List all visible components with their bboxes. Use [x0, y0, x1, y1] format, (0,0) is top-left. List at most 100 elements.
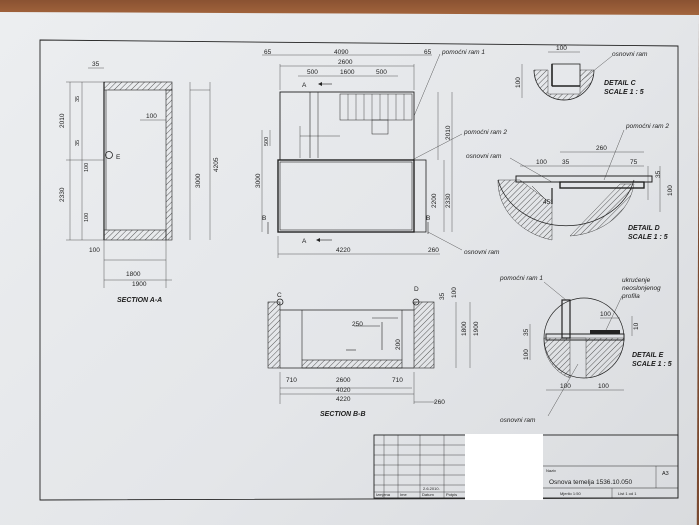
- dim-1900: 1900: [132, 281, 147, 288]
- title-small-naziv: Naziv: [546, 468, 556, 473]
- detail-d-mark: D: [414, 286, 419, 293]
- dim-260: 260: [428, 247, 439, 254]
- dim-100-in: 100: [146, 113, 157, 120]
- title-small-mjerilo: Mjerilo 1:50: [560, 491, 581, 496]
- detail-d-dim-75: 75: [630, 159, 638, 166]
- detail-d-dim-35-v: 35: [655, 170, 662, 178]
- detail-e-marker: [105, 151, 113, 159]
- section-a-a: 35 2010 35 35 100 2330 100 100 4205 3000…: [59, 61, 220, 304]
- detail-d-title: DETAIL D: [628, 225, 660, 232]
- detail-c-dim-100-b: 100: [515, 77, 522, 88]
- detail-e-dim-35: 35: [523, 328, 530, 336]
- detail-e-dim-100-left: 100: [523, 349, 530, 360]
- dim-1800-bb: 1800: [461, 321, 468, 336]
- dim-100-bottom: 100: [89, 247, 100, 254]
- dim-710-a: 710: [286, 377, 297, 384]
- title-small-izmjena: Izmjena: [376, 492, 391, 497]
- label-pomocni-ram-1: pomoćni ram 1: [441, 49, 485, 56]
- dim-35-top: 35: [92, 61, 100, 68]
- detail-d-dim-35: 35: [562, 159, 570, 166]
- detail-d: pomoćni ram 2 osnovni ram 260 100 35 75 …: [466, 123, 674, 241]
- title-small-potpis: Potpis: [446, 492, 457, 497]
- dim-1900-bb: 1900: [473, 321, 480, 336]
- label-osnovni-ram: osnovni ram: [464, 249, 500, 256]
- title-small-list: List 1 od 1: [618, 491, 637, 496]
- title-small-datum: Datum: [422, 492, 434, 497]
- section-a-a-title: SECTION A-A: [117, 297, 162, 304]
- dim-1600: 1600: [340, 69, 355, 76]
- dim-100-a: 100: [84, 163, 90, 172]
- dim-65-right: 65: [424, 49, 432, 56]
- dim-710-b: 710: [392, 377, 403, 384]
- drawing-name: Osnova temelja 1536.10.050: [549, 479, 632, 486]
- dim-2200: 2200: [431, 193, 438, 208]
- sheet-format: A3: [662, 471, 669, 477]
- section-mark-b-left: B: [262, 215, 266, 222]
- section-b-b: 250 200 710 2600 710 4020 4220 260 35 10…: [267, 286, 480, 418]
- section-mark-a-bottom: A: [302, 238, 307, 245]
- detail-e-label-profila: profila: [621, 293, 640, 300]
- dim-35-bb: 35: [439, 292, 446, 300]
- detail-e-label-or: osnovni ram: [500, 417, 536, 424]
- dim-1800: 1800: [126, 271, 141, 278]
- dim-65-left: 65: [264, 49, 272, 56]
- detail-e-label-ukrucenje: ukrućenje: [622, 277, 651, 284]
- detail-e-title: DETAIL E: [632, 352, 664, 359]
- dim-100-b: 100: [84, 213, 90, 222]
- detail-e-dim-100-b2: 100: [598, 383, 609, 390]
- dim-250: 250: [352, 321, 363, 328]
- detail-d-label-pr2: pomoćni ram 2: [625, 123, 669, 130]
- detail-e-mark: E: [116, 154, 121, 161]
- dim-3000-side: 3000: [255, 173, 262, 188]
- detail-d-dim-260: 260: [596, 145, 607, 152]
- detail-d-label-or: osnovni ram: [466, 153, 502, 160]
- dim-2010: 2010: [59, 113, 66, 128]
- dim-500-b: 500: [376, 69, 387, 76]
- detail-e-scale: SCALE 1 : 5: [632, 361, 672, 368]
- dim-3000: 3000: [195, 173, 202, 188]
- title-date: 2.6.2010.: [423, 486, 440, 491]
- detail-c-title: DETAIL C: [604, 80, 637, 87]
- dim-35-b: 35: [75, 140, 81, 146]
- dim-4090: 4090: [334, 49, 349, 56]
- detail-c-mark: C: [277, 292, 282, 299]
- detail-c-label: osnovni ram: [612, 51, 648, 58]
- detail-e-dim-100-top: 100: [600, 311, 611, 318]
- dim-100-bb: 100: [451, 287, 458, 298]
- dim-4220: 4220: [336, 247, 351, 254]
- dim-200: 200: [395, 339, 402, 350]
- dim-2600-b: 2600: [336, 377, 351, 384]
- plan-view: 65 4090 65 2600 500 1600 500 500 3000 20…: [255, 49, 507, 258]
- section-b-b-title: SECTION B-B: [320, 411, 366, 418]
- detail-c: 100 100 osnovni ram DETAIL C SCALE 1 : 5: [515, 45, 648, 101]
- detail-e-dim-10: 10: [633, 322, 640, 330]
- dim-500-side: 500: [264, 137, 270, 146]
- section-mark-b-right: B: [426, 215, 430, 222]
- title-small-ime: Ime: [400, 492, 407, 497]
- label-pomocni-ram-2: pomoćni ram 2: [463, 129, 507, 136]
- detail-c-dim-100-a: 100: [556, 45, 567, 52]
- sheet-border: [39, 39, 679, 501]
- detail-d-dim-100: 100: [536, 159, 547, 166]
- dim-35-a: 35: [75, 96, 81, 102]
- dim-500-a: 500: [307, 69, 318, 76]
- section-mark-a-top: A: [302, 82, 307, 89]
- redacted-area: [465, 434, 543, 500]
- dim-2600: 2600: [338, 59, 353, 66]
- dim-2010-right: 2010: [445, 125, 452, 140]
- detail-e-label-neoslonjenog: neoslonjenog: [622, 285, 661, 292]
- dim-4220-b: 4220: [336, 396, 351, 403]
- detail-e: pomoćni ram 1 ukrućenje neoslonjenog pro…: [499, 275, 672, 424]
- detail-e-dim-100-b1: 100: [560, 383, 571, 390]
- detail-d-dim-100-v: 100: [667, 185, 674, 196]
- detail-c-scale: SCALE 1 : 5: [604, 89, 644, 96]
- dim-4205: 4205: [213, 157, 220, 172]
- dim-2330: 2330: [59, 187, 66, 202]
- detail-d-scale: SCALE 1 : 5: [628, 234, 668, 241]
- dim-4020: 4020: [336, 387, 351, 394]
- dim-260-b: 260: [434, 399, 445, 406]
- detail-d-angle: 45°: [543, 198, 553, 206]
- detail-e-label-pr1: pomoćni ram 1: [499, 275, 543, 282]
